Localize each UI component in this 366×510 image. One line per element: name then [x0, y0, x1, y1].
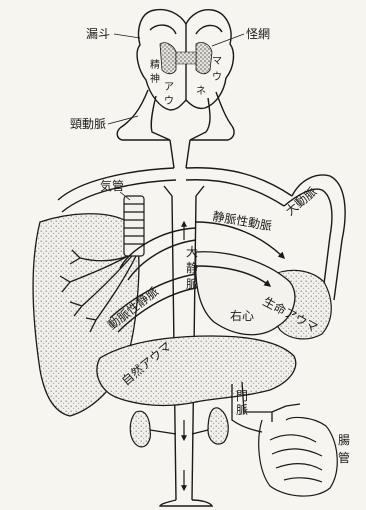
brain-left-4: ウ [164, 95, 174, 107]
label-intestine-2: 管 [338, 450, 350, 465]
brain-right-1: マ [212, 56, 222, 67]
label-intestine-1: 腸 [338, 433, 350, 447]
label-trachea: 気管 [100, 178, 124, 193]
intestines [259, 418, 338, 497]
brain-left-1: 精 [150, 58, 160, 71]
label-vena-cava-3: 脈 [186, 277, 198, 291]
kidneys [130, 408, 228, 447]
brain-right-2: ウ [212, 71, 222, 83]
label-carotid: 頸動脈 [70, 117, 106, 131]
label-portal-vein-2: 脈 [236, 403, 248, 417]
brain-right-3: ネ [196, 85, 206, 97]
label-funnel: 漏斗 [86, 27, 110, 41]
label-vena-cava-1: 大 [186, 245, 198, 259]
label-wonder-net: 怪網 [246, 27, 270, 41]
label-venous-artery: 静脈性動脈 [211, 209, 273, 233]
label-portal-vein-1: 門 [236, 389, 248, 403]
label-aorta: 大動脈 [283, 184, 320, 218]
carotid-arteries [117, 90, 234, 168]
label-vena-cava-2: 静 [186, 261, 198, 275]
label-right-heart: 右心 [230, 308, 254, 323]
brain-left-3: ア [164, 82, 174, 93]
brain-left-2: 神 [150, 72, 160, 85]
